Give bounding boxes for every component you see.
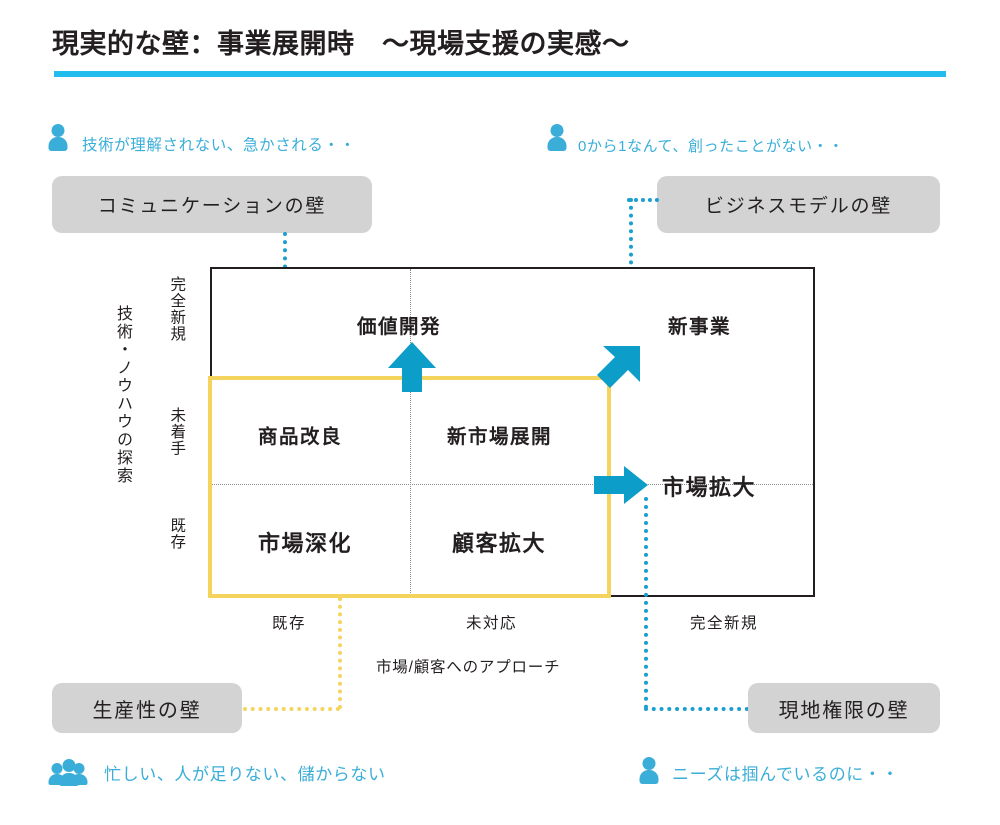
person-head bbox=[51, 124, 65, 137]
x-tick-2: 完全新規 bbox=[690, 615, 759, 632]
people-center bbox=[59, 759, 79, 786]
person-head bbox=[550, 124, 564, 137]
connector-local-authority-horizontal bbox=[644, 707, 749, 711]
arrow-up-icon bbox=[388, 342, 436, 392]
x-axis-title: 市場/顧客へのアプローチ bbox=[376, 659, 561, 676]
person-head bbox=[642, 757, 656, 770]
matrix-yellow-frame bbox=[208, 376, 611, 598]
people-left bbox=[48, 763, 66, 785]
wall-box-communication-label: コミュニケーションの壁 bbox=[97, 196, 327, 217]
arrow-up-right-icon bbox=[597, 346, 640, 388]
people-right bbox=[70, 763, 88, 785]
connector-productivity-vertical bbox=[338, 597, 342, 709]
wall-box-productivity-label: 生産性の壁 bbox=[92, 699, 202, 722]
person-icon bbox=[47, 124, 69, 152]
person-icon bbox=[546, 124, 568, 152]
y-tick-1: 未着手 bbox=[168, 407, 186, 457]
cell-new-market-development: 新市場展開 bbox=[447, 426, 553, 448]
cell-customer-expansion: 顧客拡大 bbox=[452, 531, 547, 556]
wall-box-productivity[interactable]: 生産性の壁 bbox=[52, 683, 242, 733]
person-body bbox=[547, 137, 567, 151]
person-body bbox=[639, 770, 659, 784]
arrow-right-icon bbox=[594, 466, 648, 504]
cell-product-improvement: 商品改良 bbox=[258, 426, 343, 448]
people-icon bbox=[48, 757, 94, 787]
cell-value-development: 価値開発 bbox=[357, 316, 442, 338]
caption-communication: 技術が理解されない、急かされる・・ bbox=[82, 137, 356, 154]
cell-market-deepening: 市場深化 bbox=[258, 531, 353, 556]
x-tick-0: 既存 bbox=[272, 615, 307, 632]
connector-local-authority-vertical bbox=[644, 497, 648, 709]
y-axis-title: 技術・ノウハウの探索 bbox=[114, 305, 131, 485]
wall-box-communication[interactable]: コミュニケーションの壁 bbox=[52, 176, 372, 233]
page-title: 現実的な壁：事業展開時 ～現場支援の実感～ bbox=[52, 29, 630, 59]
cell-new-business: 新事業 bbox=[668, 316, 732, 338]
cell-market-expansion: 市場拡大 bbox=[662, 475, 757, 500]
connector-business-model-horizontal bbox=[627, 198, 659, 202]
person-body bbox=[48, 137, 68, 151]
caption-business-model: 0から1なんて、創ったことがない・・ bbox=[578, 138, 844, 155]
title-underline-rule bbox=[54, 71, 946, 77]
wall-box-business-model-label: ビジネスモデルの壁 bbox=[704, 196, 893, 217]
y-tick-2: 既存 bbox=[168, 517, 186, 550]
wall-box-local-authority[interactable]: 現地権限の壁 bbox=[748, 683, 940, 733]
person-icon bbox=[638, 757, 660, 785]
y-tick-0: 完全新規 bbox=[168, 276, 186, 342]
caption-local-authority: ニーズは掴んでいるのに・・ bbox=[672, 765, 900, 784]
matrix-grid-vertical bbox=[410, 269, 411, 595]
wall-box-business-model[interactable]: ビジネスモデルの壁 bbox=[657, 176, 940, 233]
connector-productivity-horizontal bbox=[243, 707, 340, 711]
wall-box-local-authority-label: 現地権限の壁 bbox=[778, 699, 910, 722]
caption-productivity: 忙しい、人が足りない、儲からない bbox=[104, 765, 386, 784]
x-tick-1: 未対応 bbox=[466, 615, 518, 632]
matrix-grid-horizontal bbox=[212, 484, 813, 485]
